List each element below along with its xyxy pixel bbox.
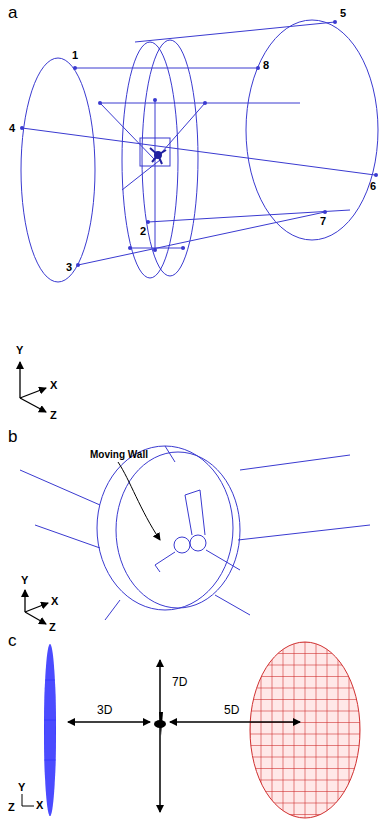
- rotating-region: [20, 446, 370, 620]
- axis-label: Z: [50, 410, 57, 421]
- axis-label: X: [51, 596, 58, 607]
- panel-letter: b: [8, 428, 17, 445]
- axis-label: Y: [18, 782, 25, 793]
- point-number: 1: [72, 50, 78, 61]
- axis-label: X: [36, 800, 43, 811]
- leader-line: [118, 462, 160, 540]
- propeller-model: [150, 148, 166, 164]
- dimension-label: 7D: [170, 676, 189, 688]
- axis-triad: [20, 362, 46, 412]
- dimension-label: 5D: [222, 704, 241, 716]
- point-number: 6: [370, 181, 376, 192]
- cylinder-domain: [21, 20, 378, 282]
- dimension-label: 3D: [95, 704, 114, 716]
- point-number: 4: [9, 123, 15, 134]
- dimension-arrows: [68, 660, 300, 812]
- point-number: 7: [320, 216, 326, 227]
- axis-label: Y: [21, 575, 28, 586]
- point-number: 2: [140, 226, 146, 237]
- point-number: 5: [340, 8, 346, 19]
- axis-triad: [25, 590, 48, 624]
- panel-letter: a: [8, 4, 17, 21]
- propeller-model: [154, 712, 166, 736]
- panel-letter: c: [8, 632, 17, 649]
- axis-label: Y: [16, 345, 23, 356]
- axis-label: Z: [49, 622, 56, 633]
- domain-points: [20, 20, 378, 267]
- axis-label: Z: [8, 802, 15, 813]
- point-number: 3: [66, 262, 72, 273]
- axis-triad: [22, 794, 34, 806]
- callout-label: Moving Wall: [90, 450, 148, 460]
- inlet-mesh: [44, 644, 56, 816]
- outlet-mesh: [250, 640, 360, 820]
- point-number: 8: [263, 60, 269, 71]
- axis-label: X: [50, 380, 57, 391]
